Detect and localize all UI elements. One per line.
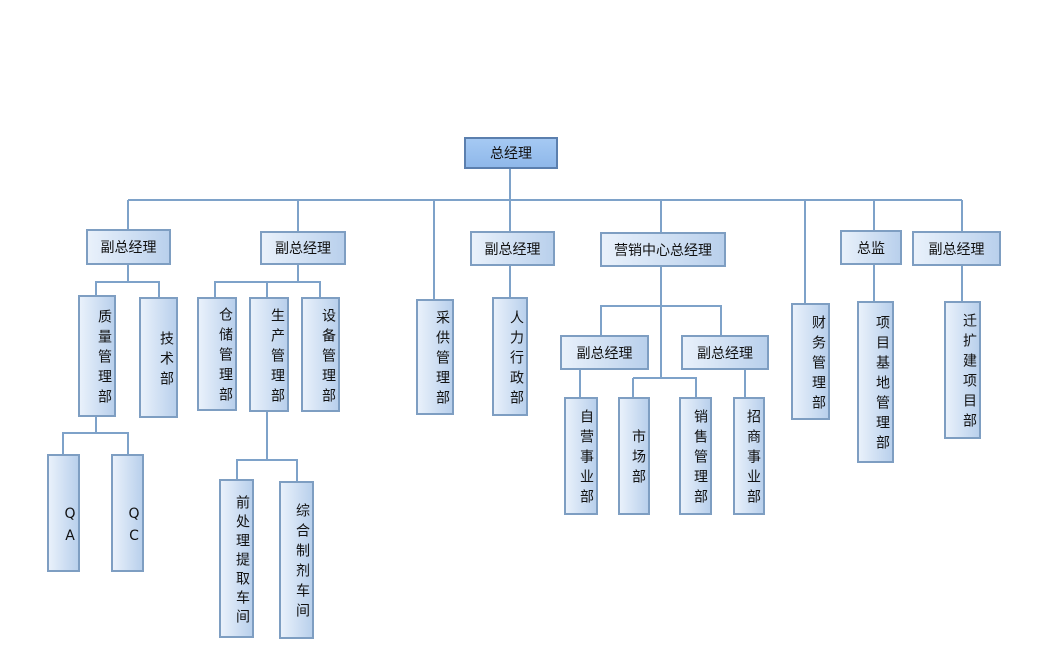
warehouse-dept-box: 仓储管理部 — [197, 297, 237, 411]
hr-admin-dept-box: 人力行政部 — [492, 297, 528, 416]
marketing-vp-1-box: 副总经理 — [560, 335, 649, 370]
investment-division-box: 招商事业部 — [733, 397, 765, 515]
project-base-dept-box: 项目基地管理部 — [857, 301, 894, 463]
marketing-head-box: 营销中心总经理 — [600, 232, 726, 267]
ceo-box: 总经理 — [464, 137, 558, 169]
quality-dept-box: 质量管理部 — [78, 295, 116, 417]
marketing-vp-2-box: 副总经理 — [681, 335, 769, 370]
finance-dept-box: 财务管理部 — [791, 303, 830, 420]
purchasing-dept-box: 采供管理部 — [416, 299, 454, 415]
production-dept-box: 生产管理部 — [249, 297, 289, 412]
tech-dept-box: 技术部 — [139, 297, 178, 418]
vp-4-box: 副总经理 — [912, 231, 1001, 266]
director-box: 总监 — [840, 230, 902, 265]
pre-processing-workshop-box: 前处理提取车间 — [219, 479, 254, 638]
market-dept-box: 市场部 — [618, 397, 650, 515]
self-operated-division-box: 自营事业部 — [564, 397, 598, 515]
vp-2-box: 副总经理 — [260, 231, 346, 265]
equipment-dept-box: 设备管理部 — [301, 297, 340, 412]
qa-box: QA — [47, 454, 80, 572]
qc-box: QC — [111, 454, 144, 572]
formulation-workshop-box: 综合制剂车间 — [279, 481, 314, 639]
sales-dept-box: 销售管理部 — [679, 397, 712, 515]
vp-3-box: 副总经理 — [470, 231, 555, 266]
relocation-project-dept-box: 迁扩建项目部 — [944, 301, 981, 439]
vp-1-box: 副总经理 — [86, 229, 171, 265]
